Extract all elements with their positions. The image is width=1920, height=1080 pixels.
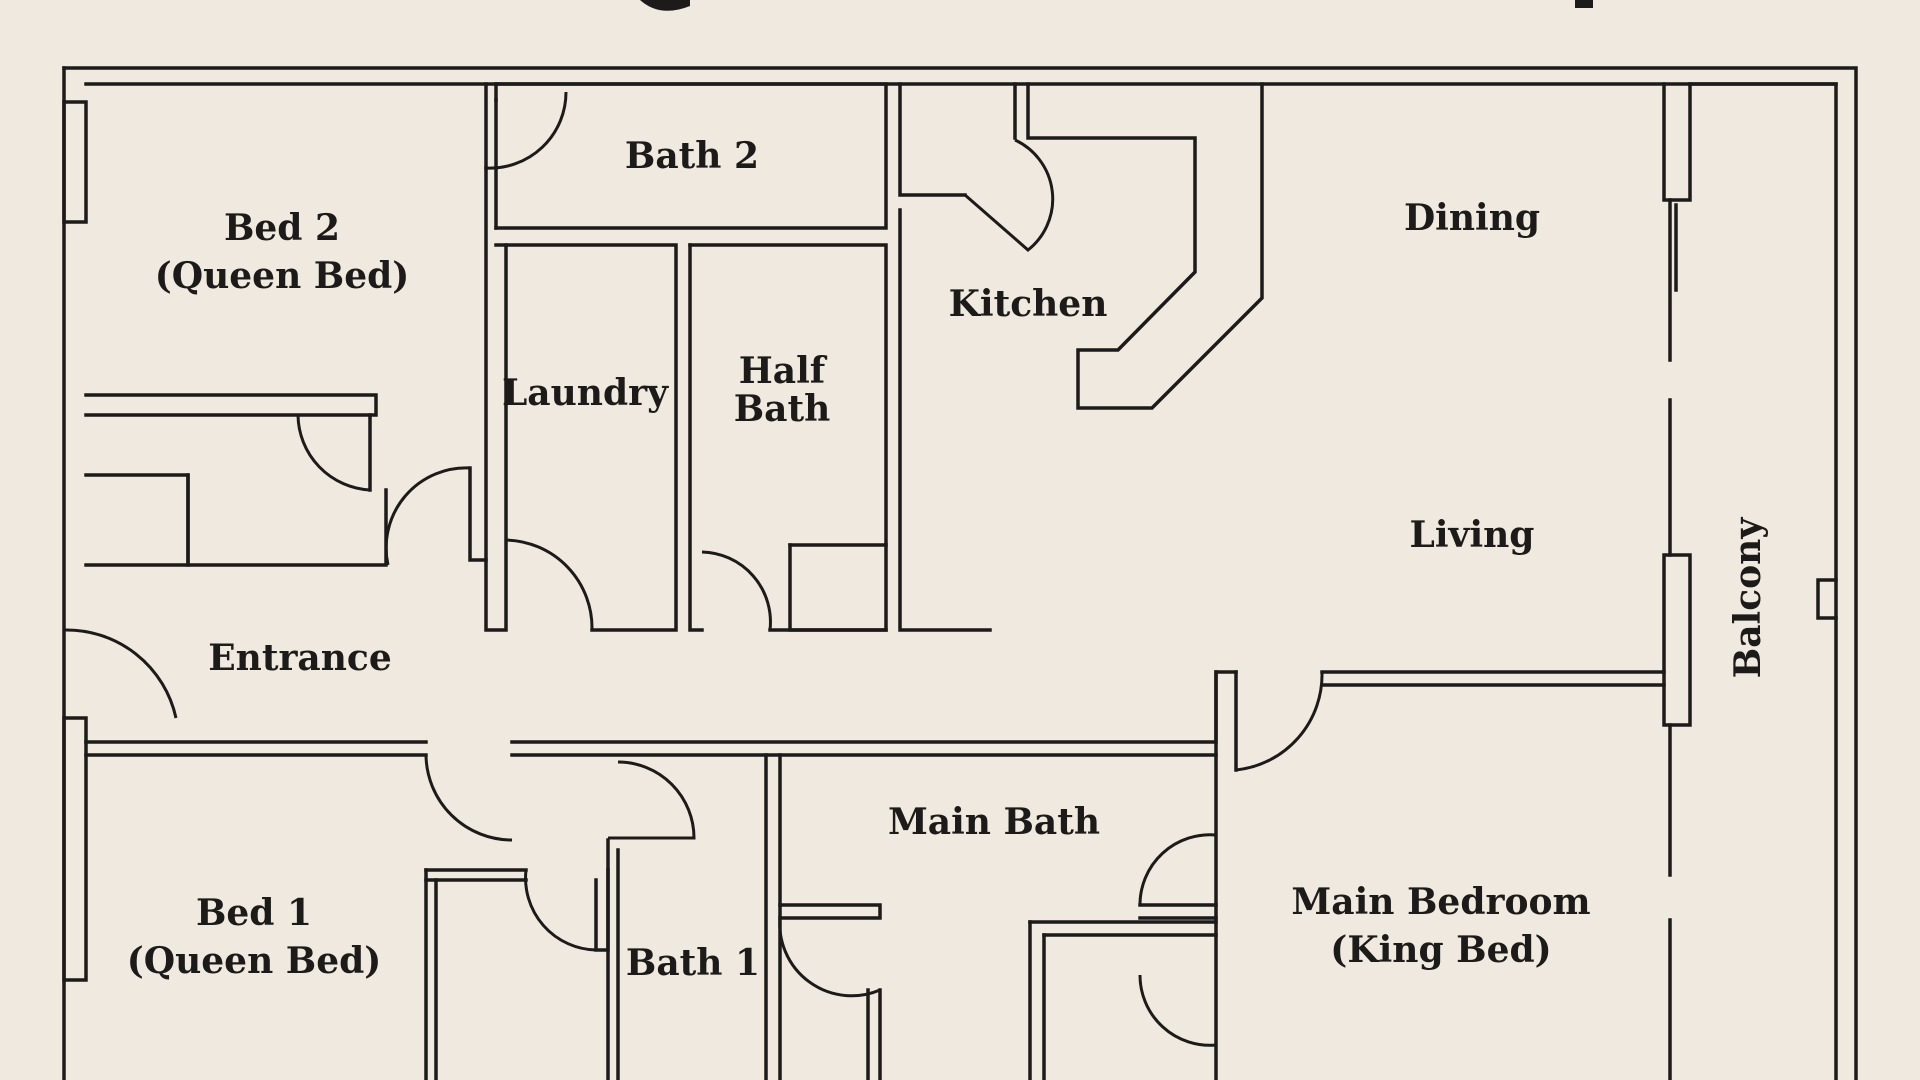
label-bath1: Bath 1 [626,942,760,984]
label-dining: Dining [1404,197,1540,239]
balcony-wall [1662,82,1838,1080]
room-labels: Bed 2 (Queen Bed) Bath 2 Laundry Half Ba… [127,135,1769,984]
label-main-bedroom-name: Main Bedroom [1291,881,1590,923]
label-main-bath: Main Bath [888,801,1100,843]
title-fragment [640,0,1593,11]
door-swings [63,91,1324,1047]
interior-walls [84,82,1666,1080]
label-bed2-detail: (Queen Bed) [155,255,410,297]
label-balcony: Balcony [1727,517,1769,679]
label-living: Living [1410,514,1535,556]
label-half-bath-line1: Half [739,350,828,392]
label-half-bath-line2: Bath [734,388,831,430]
label-entrance: Entrance [208,637,392,679]
label-main-bedroom-detail: (King Bed) [1330,929,1551,971]
label-bath2: Bath 2 [625,135,759,177]
label-bed1-detail: (Queen Bed) [127,940,382,982]
label-kitchen: Kitchen [949,283,1108,325]
label-laundry: Laundry [502,372,669,414]
label-bed2-name: Bed 2 [224,207,340,249]
label-bed1-name: Bed 1 [196,892,312,934]
